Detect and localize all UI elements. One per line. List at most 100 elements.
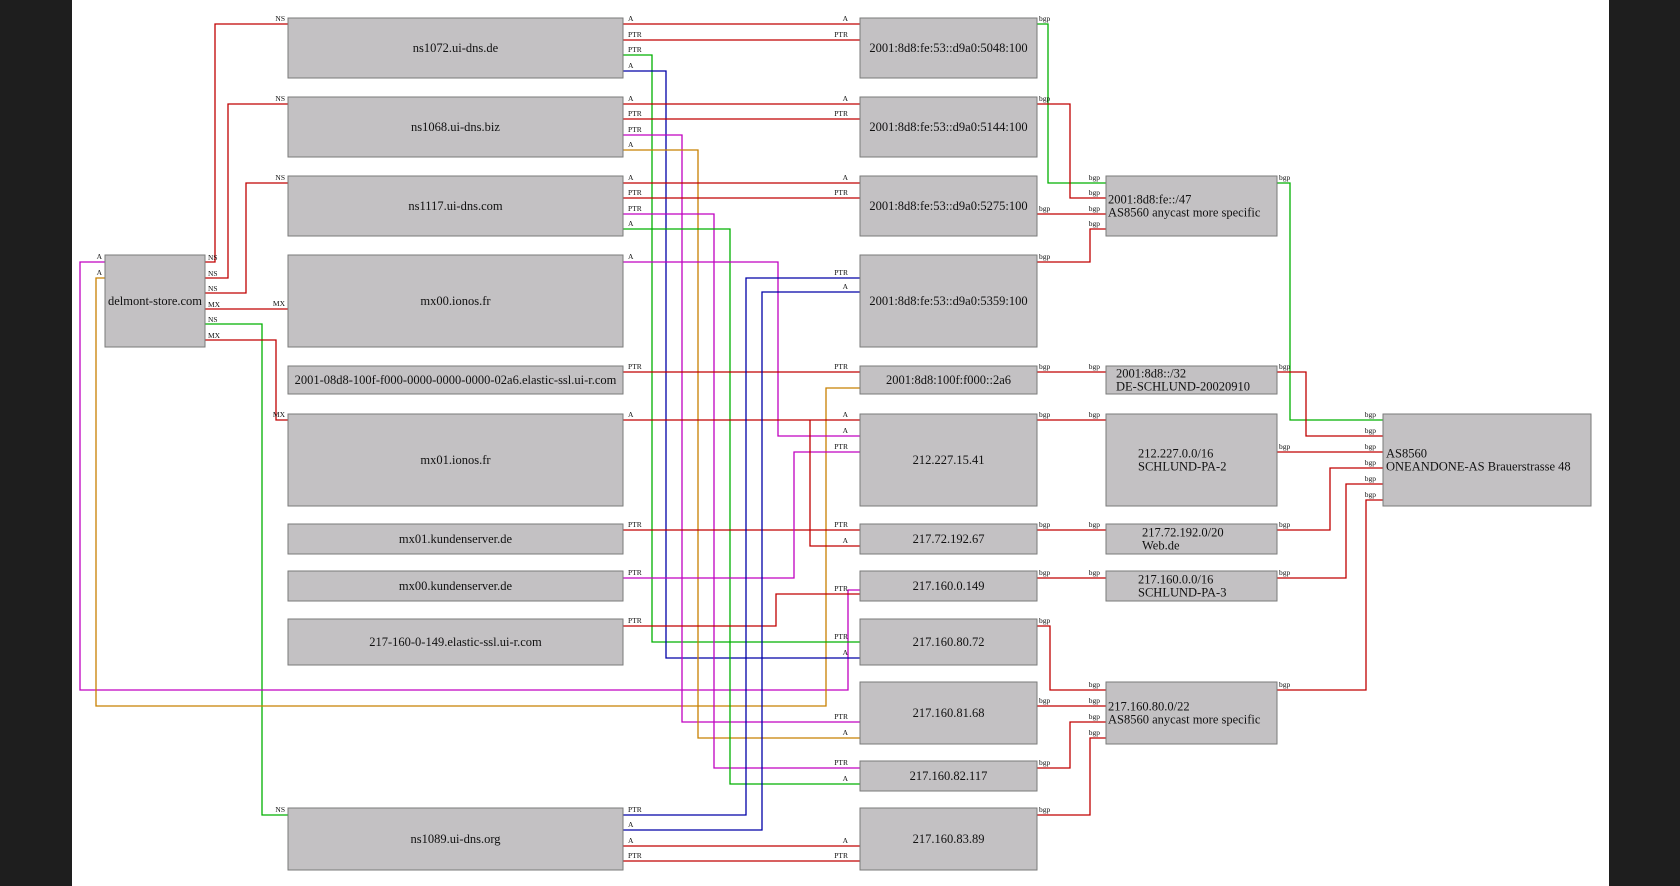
- node-label: 217.160.81.68: [913, 706, 985, 720]
- node-ip2a6: 2001:8d8:100f:f000::2a6: [859, 365, 1038, 395]
- port-label: PTR: [834, 758, 848, 767]
- port-label: NS: [275, 173, 285, 182]
- node-box: [104, 254, 206, 348]
- node-label: 217.72.192.67: [913, 532, 985, 546]
- node-label: 212.227.15.41: [913, 453, 985, 467]
- port-label: A: [97, 268, 103, 277]
- port-label: bgp: [1279, 173, 1291, 182]
- port-label: PTR: [628, 362, 642, 371]
- node-elastic4: 217-160-0-149.elastic-ssl.ui-r.com: [287, 618, 624, 666]
- port-label: bgp: [1365, 458, 1377, 467]
- node-mx01kund: mx01.kundenserver.de: [287, 523, 624, 555]
- node-label: 217.72.192.0/20: [1142, 526, 1224, 540]
- node-ip0149: 217.160.0.149: [859, 570, 1038, 602]
- port-label: PTR: [628, 109, 642, 118]
- port-label: A: [628, 410, 634, 419]
- node-box: [287, 413, 624, 507]
- port-label: bgp: [1039, 362, 1051, 371]
- port-label: bgp: [1365, 490, 1377, 499]
- port-label: bgp: [1279, 680, 1291, 689]
- node-label: 2001:8d8:100f:f000::2a6: [886, 373, 1011, 387]
- port-label: PTR: [834, 712, 848, 721]
- edge-mx-mx01ionos: [205, 339, 288, 421]
- port-label: A: [628, 836, 634, 845]
- edge: [1037, 228, 1106, 263]
- edge: [623, 228, 860, 785]
- node-box: [1105, 681, 1278, 745]
- node-box: [859, 175, 1038, 237]
- port-label: PTR: [834, 851, 848, 860]
- node-ns1068: ns1068.ui-dns.biz: [287, 96, 624, 158]
- port-label: bgp: [1039, 696, 1051, 705]
- port-label: A: [843, 94, 849, 103]
- port-label: bgp: [1039, 758, 1051, 767]
- port-label: bgp: [1039, 204, 1051, 213]
- node-ip82117: 217.160.82.117: [859, 760, 1038, 792]
- edge: [1277, 182, 1383, 421]
- edge: [1277, 483, 1383, 579]
- edge: [1037, 625, 1106, 691]
- port-label: bgp: [1365, 426, 1377, 435]
- node-ip5144: 2001:8d8:fe:53::d9a0:5144:100: [859, 96, 1038, 158]
- node-label: ns1068.ui-dns.biz: [411, 120, 500, 134]
- node-label: SCHLUND-PA-3: [1138, 586, 1226, 600]
- port-label: PTR: [834, 109, 848, 118]
- port-label: NS: [275, 94, 285, 103]
- node-label: 2001:8d8:fe::/47: [1108, 193, 1191, 207]
- port-label: PTR: [628, 520, 642, 529]
- node-box: [1105, 175, 1278, 237]
- port-label: MX: [273, 410, 286, 419]
- port-label: bgp: [1089, 410, 1101, 419]
- port-label: PTR: [834, 584, 848, 593]
- node-label: 217.160.80.0/22: [1108, 700, 1190, 714]
- port-label: bgp: [1089, 204, 1101, 213]
- edge-ns-ns1117: [205, 182, 288, 294]
- port-label: A: [628, 173, 634, 182]
- port-label: bgp: [1039, 410, 1051, 419]
- node-ip5359: 2001:8d8:fe:53::d9a0:5359:100: [859, 254, 1038, 348]
- node-label: 2001:8d8:fe:53::d9a0:5144:100: [869, 120, 1027, 134]
- node-box: [859, 681, 1038, 745]
- port-label: PTR: [834, 30, 848, 39]
- port-label: bgp: [1039, 252, 1051, 261]
- node-box: [287, 365, 624, 395]
- edge-ns-ns1068: [205, 103, 288, 279]
- node-box: [859, 570, 1038, 602]
- edge: [623, 593, 860, 627]
- port-label: bgp: [1089, 173, 1101, 182]
- node-ip5048: 2001:8d8:fe:53::d9a0:5048:100: [859, 17, 1038, 79]
- port-label: bgp: [1365, 474, 1377, 483]
- port-label: bgp: [1279, 520, 1291, 529]
- port-label: PTR: [834, 520, 848, 529]
- port-label: A: [628, 94, 634, 103]
- port-label: bgp: [1089, 728, 1101, 737]
- node-box: [287, 17, 624, 79]
- port-label: A: [843, 14, 849, 23]
- port-label: PTR: [628, 204, 642, 213]
- node-box: [859, 413, 1038, 507]
- port-label: A: [628, 820, 634, 829]
- port-label: bgp: [1089, 696, 1101, 705]
- node-label: mx01.ionos.fr: [420, 453, 491, 467]
- node-label: ns1072.ui-dns.de: [413, 41, 499, 55]
- node-box: [859, 96, 1038, 158]
- port-label: bgp: [1039, 14, 1051, 23]
- port-label: A: [843, 774, 849, 783]
- port-label: PTR: [628, 851, 642, 860]
- node-label: 217.160.0.149: [913, 579, 985, 593]
- port-label: PTR: [834, 188, 848, 197]
- edge: [1037, 103, 1106, 199]
- port-label: A: [628, 140, 634, 149]
- edge: [1037, 721, 1106, 769]
- node-box: [859, 618, 1038, 666]
- node-label: 217-160-0-149.elastic-ssl.ui-r.com: [369, 635, 542, 649]
- node-box: [287, 175, 624, 237]
- node-label: DE-SCHLUND-20020910: [1116, 380, 1250, 394]
- edge: [1277, 499, 1383, 691]
- node-ns1117: ns1117.ui-dns.com: [287, 175, 624, 237]
